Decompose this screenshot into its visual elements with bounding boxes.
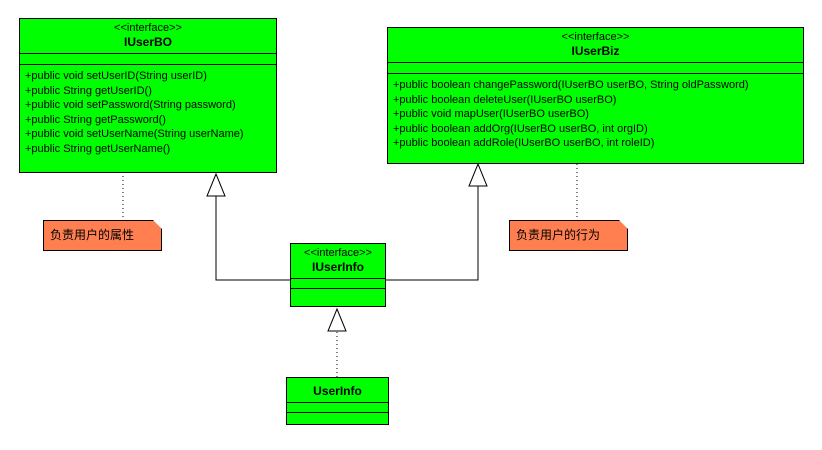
generalization-line-iuserbo [215, 196, 290, 281]
attributes-compartment [291, 278, 385, 288]
class-iuserbo[interactable]: <<interface>> IUserBO +public void setUs… [19, 18, 277, 173]
class-name: IUserBO [123, 35, 173, 49]
operations-compartment [287, 412, 388, 422]
attributes-compartment [287, 402, 388, 412]
generalization-arrow-iuserbiz [468, 162, 488, 187]
class-name: IUserBiz [571, 44, 620, 58]
operation: +public void mapUser(IUserBO userBO) [393, 108, 589, 121]
operation: +public void setPassword(String password… [25, 99, 236, 112]
operations-compartment [291, 288, 385, 298]
attributes-compartment [388, 62, 803, 73]
operations-compartment: +public boolean changePassword(IUserBO u… [388, 73, 803, 153]
generalization-arrow-iuserbo [206, 172, 226, 197]
class-userinfo[interactable]: UserInfo [286, 377, 389, 425]
stereotype-label: <<interface>> [114, 22, 182, 34]
note-attributes[interactable]: 负责用户的属性 [43, 220, 162, 251]
operation: +public boolean changePassword(IUserBO u… [393, 79, 749, 91]
operation: +public String getUserID() [25, 84, 152, 97]
operation: +public boolean deleteUser(IUserBO userB… [393, 93, 617, 106]
realization-arrow [327, 307, 347, 332]
note-fold-corner [153, 220, 162, 229]
stereotype-label: <<interface>> [304, 247, 372, 259]
class-name: IUserInfo [311, 260, 364, 274]
operations-compartment: +public void setUserID(String userID) +p… [20, 64, 276, 159]
operation: +public String getPassword() [25, 113, 166, 126]
operation: +public boolean addRole(IUserBO userBO, … [393, 137, 655, 150]
stereotype-label: <<interface>> [561, 31, 630, 43]
operation: +public void setUserName(String userName… [25, 128, 244, 141]
note-text: 负责用户的行为 [516, 228, 601, 242]
operation: +public boolean addOrg(IUserBO userBO, i… [393, 122, 648, 135]
attributes-compartment [20, 53, 276, 64]
operation: +public void setUserID(String userID) [25, 70, 207, 82]
note-fold-corner [619, 220, 628, 229]
operation: +public String getUserName() [25, 142, 171, 155]
class-iuserinfo[interactable]: <<interface>> IUserInfo [290, 243, 386, 307]
note-text: 负责用户的属性 [50, 228, 135, 242]
generalization-line-iuserbiz [386, 186, 479, 281]
class-name: UserInfo [313, 384, 362, 398]
note-behavior[interactable]: 负责用户的行为 [509, 220, 628, 251]
class-iuserbiz[interactable]: <<interface>> IUserBiz +public boolean c… [387, 27, 804, 164]
